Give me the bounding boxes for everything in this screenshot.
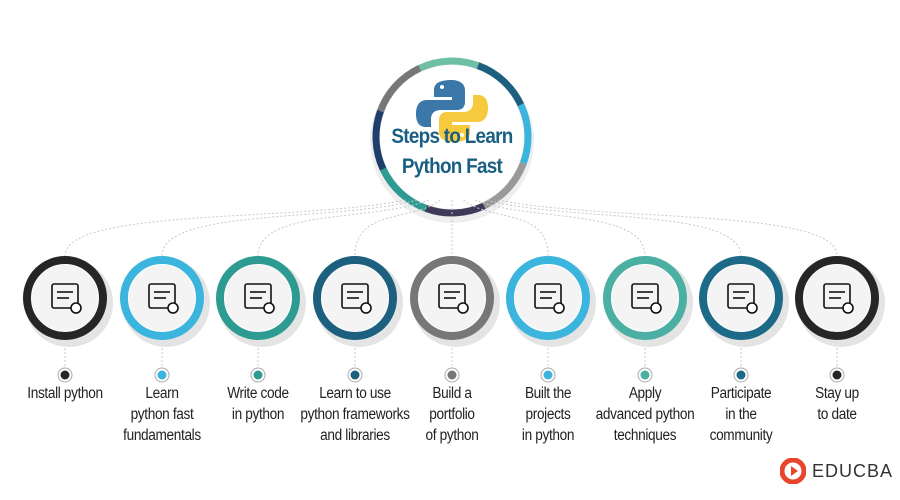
- step-circle: [699, 256, 789, 347]
- title-line-1: Steps to Learn: [391, 125, 513, 148]
- step-label-line: Apply: [628, 385, 662, 402]
- step-label-line: Write code: [227, 385, 289, 402]
- step-label-line: techniques: [613, 427, 677, 444]
- step-label-line: Learn to use: [319, 385, 391, 402]
- step-label: Install python: [0, 383, 130, 404]
- ring-segment: [517, 103, 532, 165]
- step-label-line: in python: [521, 427, 575, 444]
- educba-logo-icon: [780, 458, 806, 484]
- step-label-line: fundamentals: [123, 427, 201, 444]
- step-label-line: Learn: [145, 385, 179, 402]
- code-file-pen-icon: [244, 283, 275, 314]
- step-label-line: in the: [725, 406, 757, 423]
- step-label: Build a portfolio of python: [387, 383, 517, 446]
- step-circle: [506, 256, 596, 347]
- document-graduation-cap-icon: [148, 283, 179, 314]
- step-label-line: in python: [231, 406, 285, 423]
- step-label-line: python frameworks: [300, 406, 410, 423]
- step-circle: [795, 256, 885, 347]
- step-circle: [120, 256, 210, 347]
- step-label: Write code in python: [193, 383, 323, 425]
- step-label: Participate in the community: [676, 383, 806, 446]
- portfolio-briefcase-icon: [438, 283, 469, 314]
- educba-logo: EDUCBA: [780, 458, 893, 484]
- ring-segment: [418, 57, 480, 72]
- step-label: Built the projects in python: [483, 383, 613, 446]
- py-file-icon: [534, 283, 565, 314]
- title-line-2: Python Fast: [401, 155, 503, 178]
- step-label: Learn to use python frameworks and librari…: [290, 383, 420, 446]
- step-label-line: advanced python: [595, 406, 695, 423]
- ring-segment: [377, 64, 422, 113]
- step-label-line: Participate: [710, 385, 772, 402]
- community-cycle-icon: [727, 283, 758, 314]
- step-circle: [603, 256, 693, 347]
- step-label-line: Build a: [432, 385, 472, 402]
- step-label: Stay up to date: [772, 383, 900, 425]
- step-circle: [410, 256, 500, 347]
- step-label-line: python fast: [130, 406, 194, 423]
- step-circle: [216, 256, 306, 347]
- step-label-line: projects: [525, 406, 571, 423]
- ring-segment: [372, 109, 387, 171]
- step-label-line: of python: [425, 427, 479, 444]
- step-label: Apply advanced python techniques: [580, 383, 710, 446]
- step-circle: [23, 256, 113, 347]
- step-label-line: portfolio: [429, 406, 475, 423]
- ring-segment: [379, 167, 428, 212]
- step-label-line: Install python: [27, 385, 103, 402]
- calendar-check-icon: [823, 283, 854, 314]
- step-label-line: Stay up: [815, 385, 859, 402]
- step-label-line: Built the: [524, 385, 572, 402]
- step-label: Learn python fast fundamentals: [97, 383, 227, 446]
- python-logo-icon: [416, 80, 488, 142]
- monitor-gears-icon: [51, 283, 82, 314]
- step-label-line: to date: [817, 406, 857, 423]
- step-label-line: and libraries: [320, 427, 390, 444]
- ring-segment: [476, 62, 525, 107]
- brand-name: EDUCBA: [812, 460, 894, 481]
- step-circle: [313, 256, 403, 347]
- code-book-icon: [341, 283, 372, 314]
- ring-segment: [482, 161, 527, 210]
- step-label-line: community: [709, 427, 773, 444]
- browser-code-gear-icon: [631, 283, 662, 314]
